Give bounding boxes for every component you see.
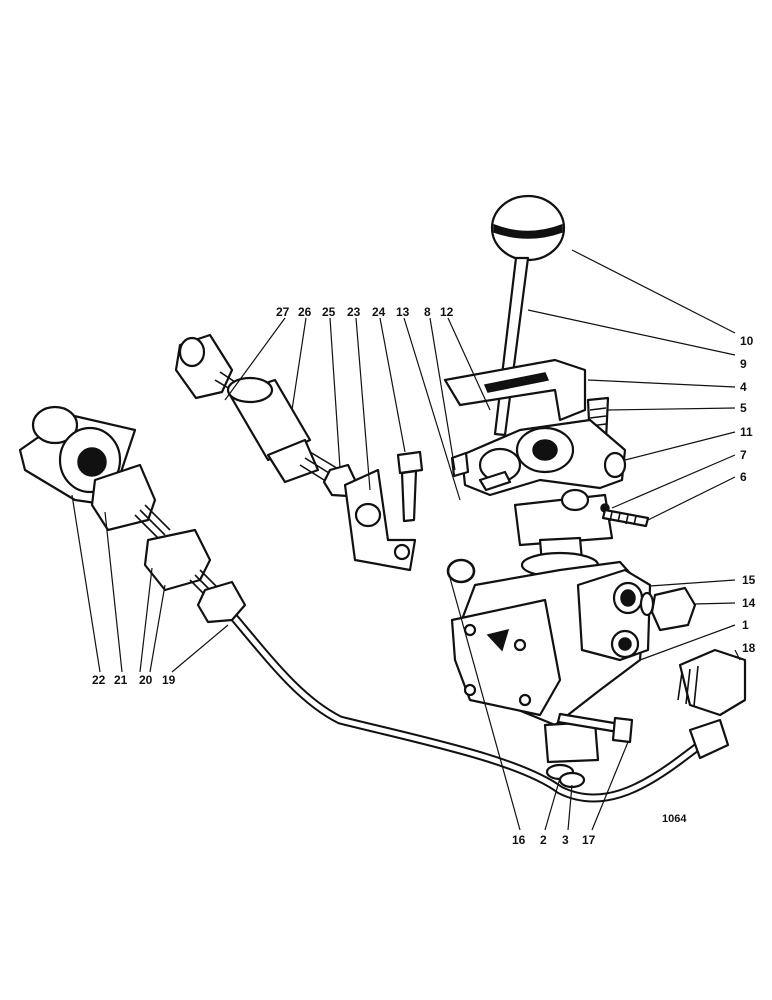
fitting-20-adaptor	[143, 528, 247, 624]
callout-21: 21	[114, 673, 128, 687]
callout-8: 8	[424, 305, 431, 319]
plug-14	[650, 586, 697, 632]
valve-body-1	[450, 536, 652, 764]
callout-27: 27	[276, 305, 290, 319]
callout-1: 1	[742, 618, 749, 632]
callout-19: 19	[162, 673, 176, 687]
callout-6: 6	[740, 470, 747, 484]
callout-10: 10	[740, 334, 754, 348]
elbow-18	[677, 648, 747, 760]
callout-26: 26	[298, 305, 312, 319]
pipe-19	[227, 610, 705, 803]
plate-7	[513, 488, 614, 547]
callout-9: 9	[740, 357, 747, 371]
callout-labels: 10 9 4 5 11 7 6 27 26 25 23 24 13 8 12 1…	[92, 305, 756, 847]
clip-8	[450, 451, 470, 478]
callout-23: 23	[347, 305, 361, 319]
bolt-17	[556, 712, 634, 744]
figure-reference: 1064	[662, 813, 687, 825]
fitting-26-sleeve	[226, 376, 320, 484]
bolt-24	[396, 450, 424, 523]
callout-11: 11	[740, 425, 753, 439]
callout-14: 14	[742, 596, 756, 610]
fitting-27-union	[174, 333, 245, 400]
callout-20: 20	[139, 673, 153, 687]
callout-5: 5	[740, 401, 747, 415]
leader-lines	[71, 249, 741, 831]
stud-6	[601, 508, 650, 528]
callout-4: 4	[740, 380, 747, 394]
callout-2: 2	[540, 833, 547, 847]
callout-22: 22	[92, 673, 106, 687]
callout-7: 7	[740, 448, 747, 462]
callout-12: 12	[440, 305, 454, 319]
callout-16: 16	[512, 833, 526, 847]
o-ring-16	[446, 558, 476, 584]
callout-13: 13	[396, 305, 410, 319]
callout-24: 24	[372, 305, 386, 319]
pin-13	[478, 470, 512, 492]
callout-17: 17	[582, 833, 596, 847]
fitting-21-union-nut	[90, 463, 171, 541]
callout-3: 3	[562, 833, 569, 847]
gate-plate-4	[443, 358, 587, 422]
callout-18: 18	[742, 641, 756, 655]
bracket-23	[343, 468, 417, 572]
callout-25: 25	[322, 305, 336, 319]
lever-9	[493, 256, 530, 437]
washer-3	[558, 771, 586, 789]
callout-15: 15	[742, 573, 756, 587]
knob-10	[490, 194, 566, 262]
